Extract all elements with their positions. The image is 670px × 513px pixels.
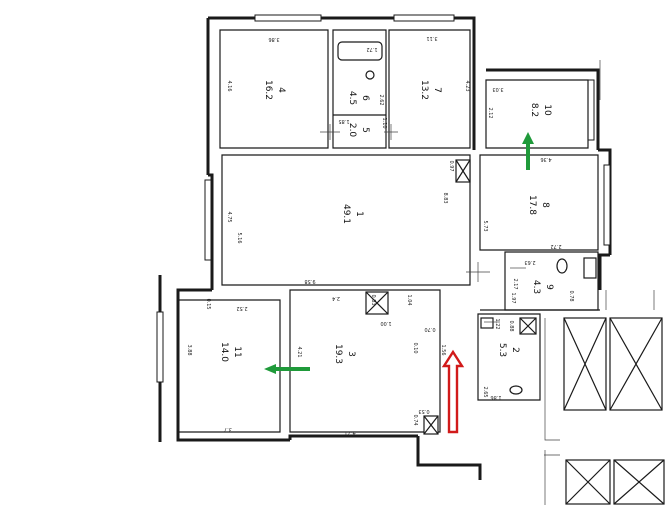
svg-text:5.3: 5.3	[497, 343, 507, 357]
dimension-labels: 3.86 4.16 1.72 2.62 1.85 1.10 3.11 4.23 …	[186, 35, 574, 436]
svg-text:5: 5	[360, 127, 370, 133]
dimension: 2.4	[332, 295, 340, 301]
room-label-3: 3 19.3	[333, 344, 356, 364]
svg-text:3: 3	[346, 351, 356, 357]
dimension: 3.88	[186, 344, 192, 355]
svg-text:1: 1	[354, 211, 364, 217]
svg-text:11: 11	[232, 346, 242, 357]
svg-text:4.3: 4.3	[531, 280, 541, 294]
svg-text:49.1: 49.1	[341, 204, 351, 224]
dimension: 5.73	[482, 220, 488, 231]
svg-text:4.5: 4.5	[347, 91, 357, 105]
svg-text:8: 8	[540, 202, 550, 208]
dimension: 0.97	[448, 160, 454, 171]
room-label-11: 11 14.0	[219, 342, 242, 362]
room-label-5: 5 2.0	[347, 123, 370, 138]
dimension: 2.12	[487, 107, 493, 118]
ventilation-shaft	[423, 415, 439, 435]
direction-arrow-green	[264, 364, 310, 374]
windows	[156, 14, 611, 383]
svg-text:6: 6	[360, 95, 370, 101]
dimension: 1.00	[380, 320, 391, 326]
dimension: 1.72	[366, 46, 377, 52]
ventilation-shaft	[519, 317, 537, 335]
interior-walls	[178, 29, 600, 433]
toilet-icon	[556, 258, 568, 274]
dimension: 4.16	[226, 80, 232, 91]
dimension: 4.21	[296, 346, 302, 357]
dimension: 1.86	[490, 394, 501, 400]
dimension: 0.74	[412, 414, 418, 425]
room-label-1: 1 49.1	[341, 204, 364, 224]
dimension: 3.86	[268, 36, 279, 42]
dimension: 5.16	[236, 232, 242, 243]
room-label-7: 7 13.2	[419, 80, 442, 100]
svg-text:14.0: 14.0	[219, 342, 229, 362]
dimension: 1.97	[510, 292, 516, 303]
svg-text:9: 9	[544, 284, 554, 290]
dimension: 2.63	[524, 259, 535, 265]
dimension: 2.17	[512, 278, 518, 289]
dimension: 0.10	[412, 342, 418, 353]
room-label-10: 10 8.2	[529, 103, 552, 117]
svg-text:8.2: 8.2	[529, 103, 539, 117]
svg-text:2: 2	[510, 347, 520, 353]
sink-icon	[583, 257, 597, 279]
elevator-shafts	[544, 60, 665, 505]
sink-icon	[480, 317, 494, 329]
room-label-6: 6 4.5	[347, 91, 370, 105]
toilet-icon	[509, 385, 523, 395]
ventilation-shaft	[455, 159, 471, 183]
svg-text:17.8: 17.8	[527, 195, 537, 215]
dimension: 1.56	[440, 344, 446, 355]
room-label-8: 8 17.8	[527, 195, 550, 215]
dimension: 2.72	[550, 243, 561, 249]
dimension: 4.23	[464, 80, 470, 91]
dimension: 4.36	[540, 156, 551, 162]
svg-text:4: 4	[276, 87, 286, 93]
dimension: 1.04	[406, 294, 412, 305]
dimension: 0.88	[508, 320, 514, 331]
entrance-arrow	[441, 349, 465, 434]
dimension: 4.71	[344, 430, 355, 436]
dimension: 0.15	[205, 298, 211, 309]
dimension: 0.78	[568, 290, 574, 301]
dimension: 9.58	[304, 278, 315, 284]
dimension: 0.53	[418, 408, 429, 414]
dimension: 8.83	[442, 192, 448, 203]
room-labels: 4 16.2 6 4.5 5 2.0 7 13.2 10 8.2 1 49.1 …	[219, 80, 554, 364]
dimension: 3.03	[492, 86, 503, 92]
bathtub-icon	[337, 41, 383, 61]
dimension: 2.65	[482, 386, 488, 397]
dimension: 1.22	[494, 318, 500, 329]
room-label-2: 2 5.3	[497, 343, 520, 357]
dimension: 0.70	[424, 326, 435, 332]
dimension: 0.83	[370, 294, 376, 305]
axis-marks	[320, 124, 526, 323]
svg-text:16.2: 16.2	[263, 80, 273, 100]
svg-text:2.0: 2.0	[347, 123, 357, 138]
dimension: 2.52	[236, 305, 247, 311]
dimension: 3.11	[426, 35, 437, 41]
svg-text:10: 10	[542, 104, 552, 116]
room-label-9: 9 4.3	[531, 280, 554, 294]
svg-text:13.2: 13.2	[419, 80, 429, 100]
ventilation-shaft	[365, 291, 389, 315]
dimension: 1.85	[338, 118, 349, 124]
sink-icon	[365, 70, 375, 80]
fixtures	[337, 41, 597, 435]
room-label-4: 4 16.2	[263, 80, 286, 100]
dimension: 1.10	[381, 117, 387, 128]
svg-text:7: 7	[432, 87, 442, 93]
svg-text:19.3: 19.3	[333, 344, 343, 364]
dimension: 4.75	[226, 211, 232, 222]
dimension: 3.7	[224, 426, 232, 432]
dimension: 2.62	[378, 94, 384, 105]
direction-arrow-green	[522, 132, 534, 170]
